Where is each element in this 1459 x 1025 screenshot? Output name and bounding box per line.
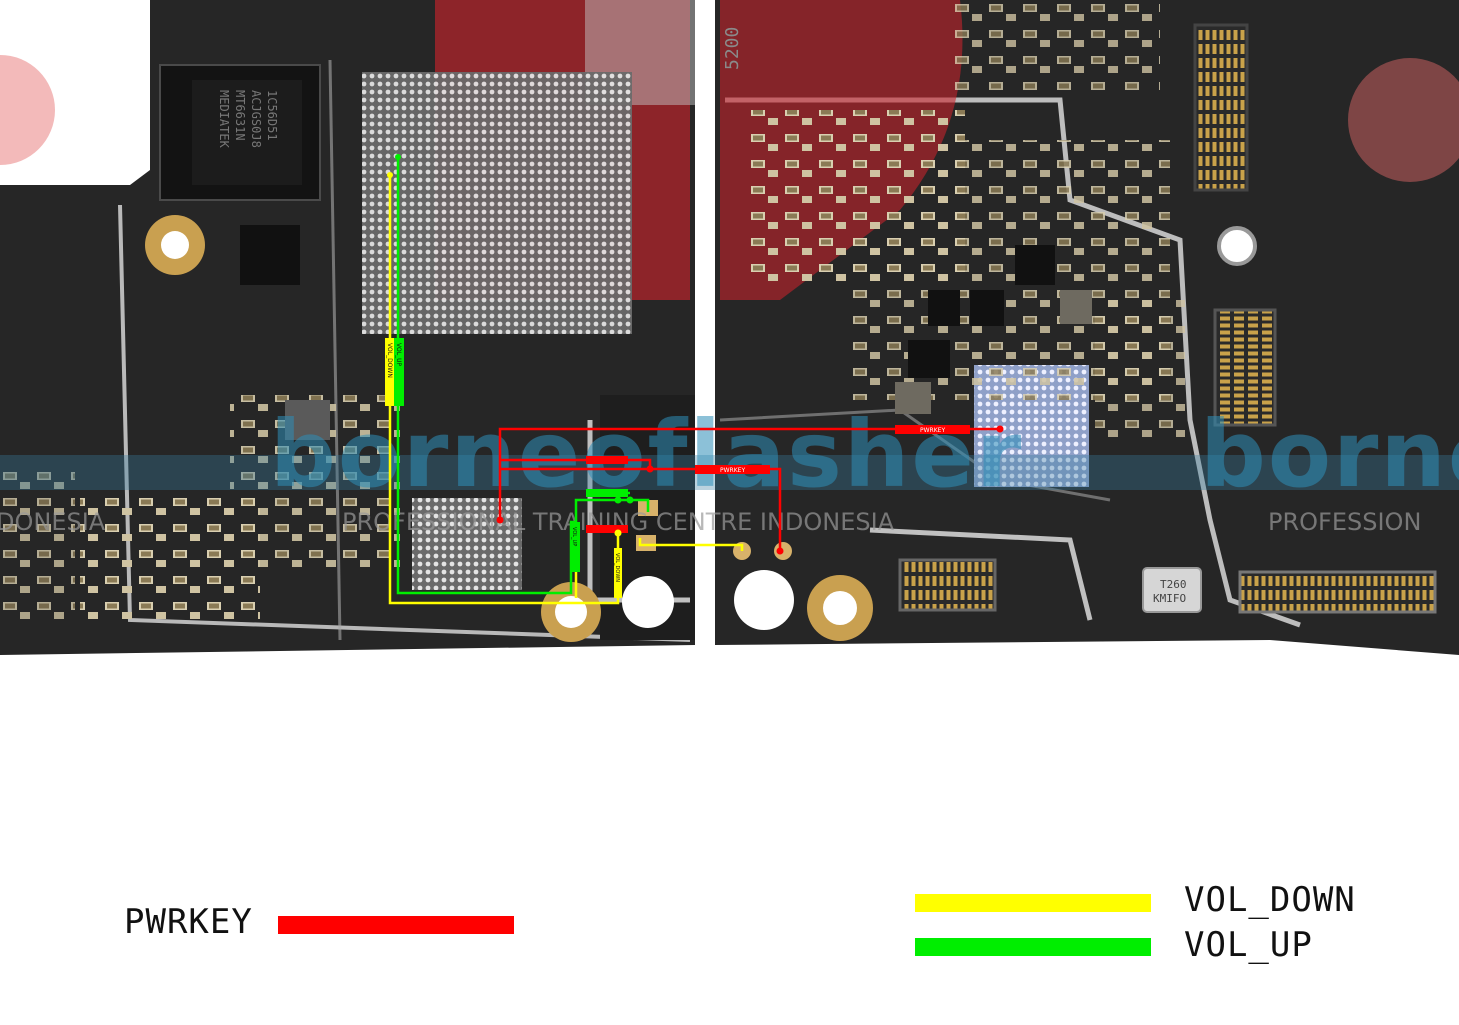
pwrkey-trace-label: PWRKEY bbox=[920, 427, 945, 434]
legend-label-pwrkey: PWRKEY bbox=[124, 902, 253, 942]
partial-board-marking: 5200 bbox=[722, 27, 743, 70]
legend-swatch-pwrkey bbox=[278, 916, 514, 934]
legend-label-vol-up: VOL_UP bbox=[1184, 925, 1313, 965]
board-to-board-connector bbox=[1193, 23, 1249, 192]
small-connector bbox=[898, 558, 997, 612]
vol-up-small-label-bar bbox=[571, 522, 580, 572]
chip-marking-line-3: ACJGS0J8 bbox=[249, 90, 263, 148]
pwrkey-label-bar-tiny-2 bbox=[586, 525, 628, 533]
crystal-oscillator: T260 KMIFO bbox=[1142, 567, 1202, 613]
soc-bga-pads bbox=[362, 72, 632, 334]
smd-field bbox=[1095, 300, 1185, 440]
chip-marking-line-1: MEDIATEK bbox=[217, 90, 231, 149]
legend-swatch-vol-down bbox=[915, 894, 1151, 912]
mounting-holes bbox=[145, 215, 1257, 642]
vol-up-label-bar bbox=[394, 338, 404, 406]
pwrkey-label-bar-tiny bbox=[586, 456, 628, 464]
watermark-tagline-left: DONESIA bbox=[0, 508, 106, 536]
legend-label-vol-down: VOL_DOWN bbox=[1184, 880, 1356, 920]
vol-down-small-label: VOL_DOWN bbox=[614, 553, 620, 582]
junction-dots bbox=[387, 154, 634, 537]
smd-field bbox=[950, 0, 1160, 90]
mediatek-chip: MEDIATEK MT6631N ACJGS0J8 1C56D51 bbox=[159, 64, 321, 201]
pwrkey-via-dots bbox=[496, 425, 1004, 555]
fpc-connector bbox=[1213, 308, 1277, 427]
pmic-bga-pads bbox=[412, 498, 522, 590]
pwrkey-label-bar-small bbox=[695, 465, 770, 474]
watermark-brand-text-right: borneoflasher bbox=[1200, 401, 1459, 508]
vol-up-vertical-label: VOL_UP bbox=[395, 343, 402, 366]
chip-marking-line-4: 1C56D51 bbox=[265, 90, 279, 141]
inductor-group bbox=[240, 225, 1092, 440]
vol-down-label-bar bbox=[385, 338, 395, 406]
legend-swatch-vol-up bbox=[915, 938, 1151, 956]
smd-field bbox=[0, 470, 75, 620]
watermark-tagline-right: PROFESSION bbox=[1268, 508, 1421, 536]
pcb-board-photo: MEDIATEK MT6631N ACJGS0J8 1C56D51 T260 K… bbox=[0, 0, 1459, 655]
vol-up-label-bar-tiny bbox=[586, 489, 628, 497]
pwrkey-trace-label-small: PWRKEY bbox=[720, 467, 745, 474]
pwrkey-label-bar-main bbox=[895, 425, 970, 434]
watermark-brand-text: borneoflasher bbox=[270, 401, 1023, 508]
crystal-marking-line-2: KMIFO bbox=[1153, 592, 1186, 605]
bottom-connector bbox=[1238, 570, 1437, 614]
chip-marking-line-2: MT6631N bbox=[233, 90, 247, 141]
vol-down-small-label-bar bbox=[614, 548, 622, 598]
vol-down-vertical-label: VOL_DOWN bbox=[386, 343, 393, 378]
crystal-marking-line-1: T260 bbox=[1160, 578, 1187, 591]
vol-up-small-label: VOL_UP bbox=[571, 527, 577, 546]
